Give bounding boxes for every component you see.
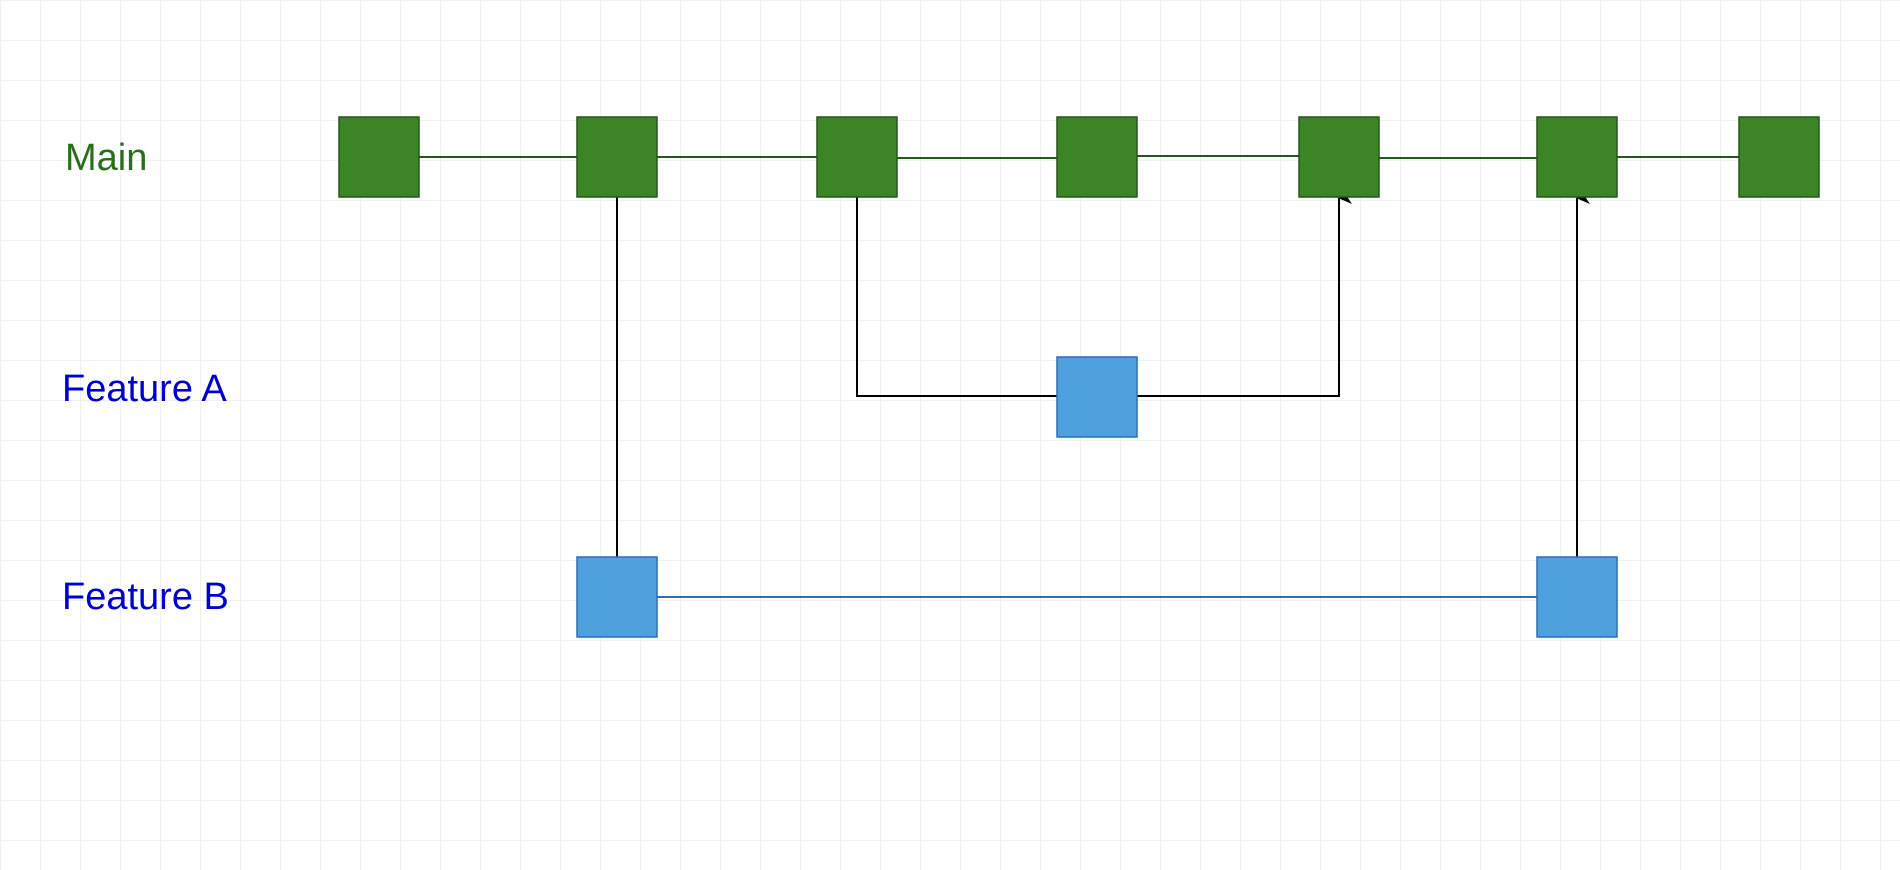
main-commit-6[interactable] <box>1536 116 1618 198</box>
branch-connector-feature-a <box>856 197 1057 397</box>
branch-label-main: Main <box>65 137 148 179</box>
merge-arrow-feature-a <box>1137 192 1352 397</box>
branch-label-feature-a: Feature A <box>62 368 227 410</box>
feature-b-commit-2[interactable] <box>1536 556 1618 638</box>
branch-label-feature-b: Feature B <box>62 576 229 618</box>
main-commit-2[interactable] <box>576 116 658 198</box>
main-commit-5[interactable] <box>1298 116 1380 198</box>
main-commit-4[interactable] <box>1056 116 1138 198</box>
main-commit-3[interactable] <box>816 116 898 198</box>
main-commit-1[interactable] <box>338 116 420 198</box>
feature-a-commit-1[interactable] <box>1056 356 1138 438</box>
feature-b-commit-1[interactable] <box>576 556 658 638</box>
main-commit-7[interactable] <box>1738 116 1820 198</box>
